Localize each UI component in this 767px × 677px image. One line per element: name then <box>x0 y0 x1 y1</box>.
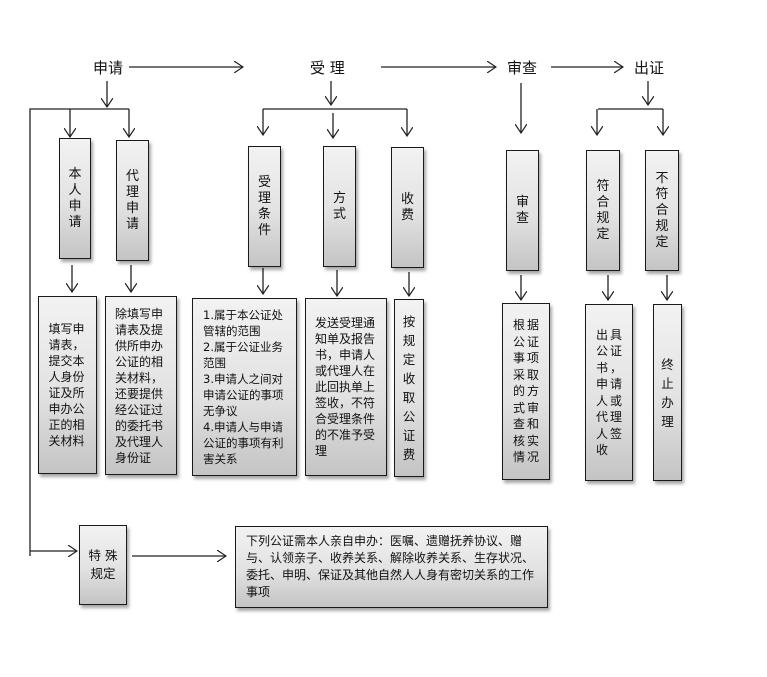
compliant-box: 符合规定 <box>586 150 620 271</box>
special-rules-detail: 下列公证需本人亲自申办：医嘱、遗赠抚养协议、赠与、认领亲子、收养关系、解除收养关… <box>246 534 535 599</box>
conditions-detail-line: 管辖的范围 <box>203 324 261 338</box>
conditions-title: 受理条件 <box>258 174 272 238</box>
noncompliant-box: 不符合规定 <box>645 150 679 271</box>
review-detail: 根据公证事项采取的方式审查和核实情况 <box>513 318 542 465</box>
conditions-detail-line: 无争议 <box>203 404 238 418</box>
noncompliant-detail-box: 终止办理 <box>653 304 682 481</box>
special-rules-detail-box: 下列公证需本人亲自申办：医嘱、遗赠抚养协议、赠与、认领亲子、收养关系、解除收养关… <box>235 526 548 608</box>
method-detail-box: 发送受理通知单及报告书，申请人或代理人在此回执单上签收，不符合受理条件的不准予受… <box>305 298 387 476</box>
conditions-detail: 1.属于本公证处 管辖的范围 2.属于公证业务 范围 3.申请人之间对 申请公证… <box>203 307 284 467</box>
stage-accept: 受 理 <box>310 59 345 77</box>
conditions-detail-line: 公证的事项有利 <box>203 436 284 450</box>
conditions-detail-line: 范围 <box>203 356 226 370</box>
special-rules-title-line: 规定 <box>90 566 116 581</box>
apply-branch-bar <box>29 108 129 556</box>
method-title: 方式 <box>333 190 347 222</box>
review-title: 审查 <box>516 194 530 226</box>
fee-box: 收费 <box>391 147 424 268</box>
fee-title: 收费 <box>401 191 415 223</box>
special-rules-title-line: 特 殊 <box>88 548 118 563</box>
conditions-detail-line: 2.属于公证业务 <box>203 340 283 354</box>
conditions-detail-line: 4.申请人与申请 <box>203 420 283 434</box>
self-apply-detail-box: 填写申请表，提交本人身份证及所申办公正的相关材料 <box>38 296 97 474</box>
self-apply-box: 本人申请 <box>59 138 91 259</box>
noncompliant-detail: 终止办理 <box>661 356 674 429</box>
self-apply-title: 本人申请 <box>68 166 82 230</box>
special-rules-box: 特 殊 规定 <box>79 525 127 605</box>
conditions-detail-box: 1.属于本公证处 管辖的范围 2.属于公证业务 范围 3.申请人之间对 申请公证… <box>192 298 297 476</box>
review-detail-box: 根据公证事项采取的方式审查和核实情况 <box>502 303 550 480</box>
self-apply-detail: 填写申请表，提交本人身份证及所申办公正的相关材料 <box>48 322 85 448</box>
method-detail: 发送受理通知单及报告书，申请人或代理人在此回执单上签收，不符合受理条件的不准予受… <box>315 316 376 458</box>
noncompliant-title: 不符合规定 <box>655 170 669 250</box>
stage-review: 审查 <box>507 59 538 77</box>
stage-issue: 出证 <box>634 59 665 77</box>
method-box: 方式 <box>323 146 356 267</box>
compliant-title: 符合规定 <box>596 178 610 242</box>
agent-apply-box: 代理申请 <box>116 140 149 261</box>
conditions-detail-line: 3.申请人之间对 <box>203 372 283 386</box>
conditions-box: 受理条件 <box>248 146 281 267</box>
fee-detail-box: 按规定收取公证费 <box>394 299 424 477</box>
stage-apply: 申请 <box>93 59 124 77</box>
conditions-detail-line: 申请公证的事项 <box>203 388 284 402</box>
fee-detail: 按规定收取公证费 <box>402 314 416 462</box>
conditions-detail-line: 1.属于本公证处 <box>203 308 283 322</box>
agent-apply-title: 代理申请 <box>126 168 140 232</box>
compliant-detail-box: 出具公证书，申请人或代理人签收 <box>585 304 633 481</box>
agent-apply-detail-box: 除填写申请表及提供所申办公证的相关材料，还要提供经公证过的委托书及代理人身份证 <box>105 296 177 475</box>
conditions-detail-line: 害关系 <box>203 452 238 466</box>
compliant-detail: 出具公证书，申请人或代理人签收 <box>596 327 625 458</box>
review-box: 审查 <box>506 150 539 271</box>
agent-apply-detail: 除填写申请表及提供所申办公证的相关材料，还要提供经公证过的委托书及代理人身份证 <box>115 306 164 465</box>
